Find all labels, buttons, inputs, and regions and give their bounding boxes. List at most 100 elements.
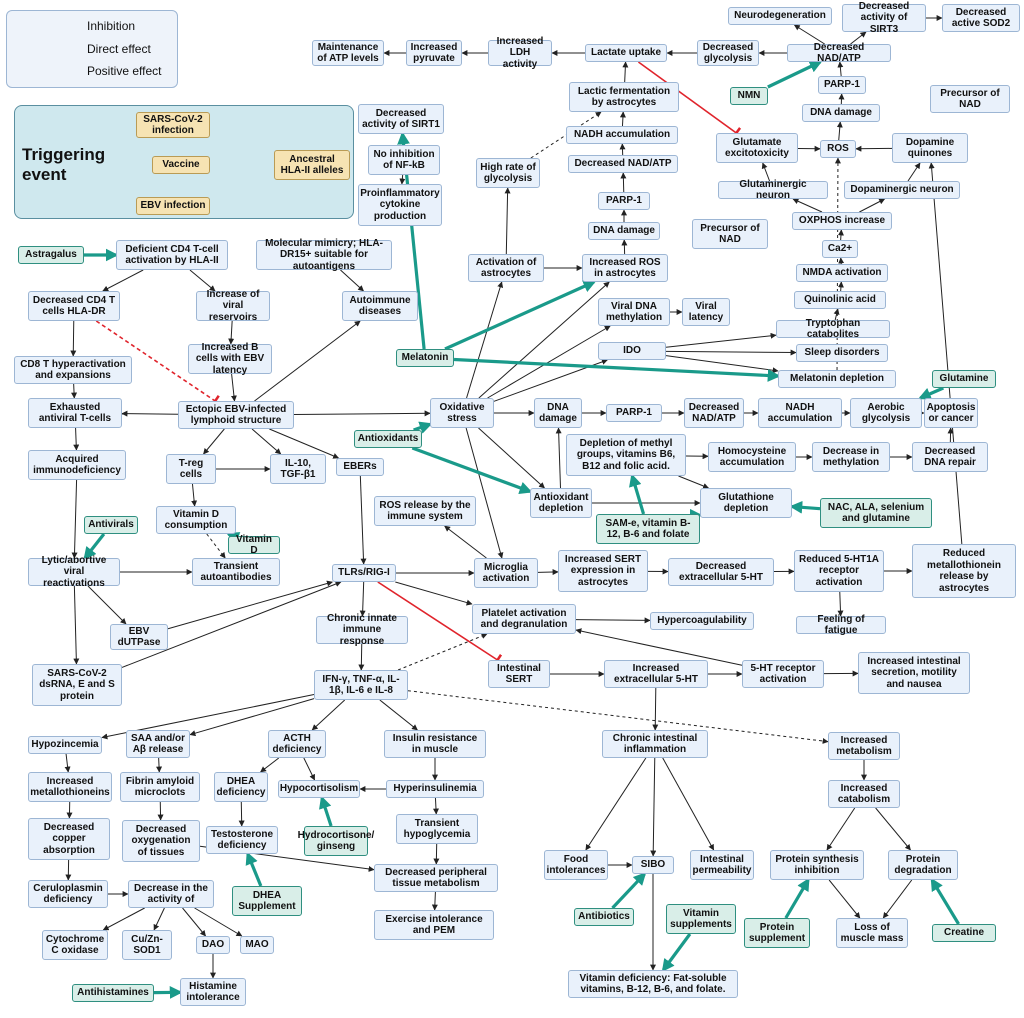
triggering-event-title: Triggering event [22,145,106,185]
edge-dopa-neuron-to-dopamine-quin [907,162,921,182]
edge-act-astro-to-high-glycolysis [504,187,511,255]
edge-antioxidants-to-ox-stress [413,421,433,434]
edge-high-glycolysis-to-lactic-ferm [530,111,602,159]
node-sleep-dis: Sleep disorders [796,344,888,362]
node-astragalus: Astragalus [18,246,84,264]
edge-acth-def-to-hypocortisolism [303,757,316,781]
edge-ectopic-ebv-to-il10 [251,428,282,455]
node-nac: NAC, ALA, selenium and glutamine [820,498,932,528]
node-sibo: SIBO [632,856,674,874]
edge-dec-cd4-to-ectopic-ebv [95,320,220,408]
node-insulin-res: Insulin resistance in muscle [384,730,486,758]
node-protein-synth: Protein synthesis inhibition [770,850,864,880]
edge-platelet-to-hypercoag [575,617,651,624]
edge-ectopic-ebv-to-ox-stress [293,410,431,417]
node-oxphos: OXPHOS increase [792,212,892,230]
edge-def-cd4-to-inc-viral-res [189,269,216,292]
node-ido: IDO [598,342,666,360]
edge-antiox-dep-to-dna-damage-low [555,427,562,489]
node-reduced-5ht1a: Reduced 5-HT1A receptor activation [794,550,884,592]
node-dopamine-quin: Dopamine quinones [892,133,968,163]
node-ox-stress: Oxidative stress [430,398,494,428]
edge-tlrs-to-platelet [395,581,473,606]
edge-treg-to-vitd-cons [191,483,198,507]
edge-lactic-ferm-to-lactate-uptake [622,61,629,83]
node-glut-dep: Glutathione depletion [700,488,792,518]
edge-lactate-uptake-to-glut-excit [637,61,742,139]
node-dec-glycolysis: Decreased glycolysis [697,40,759,66]
node-antihistamines: Antihistamines [72,984,154,1002]
edge-nac-to-glut-dep [789,500,821,514]
edge-ifn-to-platelet [397,633,488,671]
edge-dec-activity-of-to-mao [194,907,243,937]
node-dec-dna-repair: Decreased DNA repair [912,442,988,472]
node-lactic-ferm: Lactic fermentation by astrocytes [569,82,679,112]
node-intestinal-perm: Intestinal permeability [690,850,754,880]
node-antibiotics: Antibiotics [574,908,634,926]
node-trp-catab: Tryptophan catabolites [776,318,890,340]
edge-inc-extra-5ht-to-chronic-int-inflam [652,687,659,731]
edge-vitd-cons-to-transient-auto [206,533,226,559]
node-dec-activity-of: Decrease in the activity of [128,880,214,908]
edge-protein-deg-to-loss-muscle [882,879,913,919]
edge-cd8-hyper-to-exhausted-t [71,383,78,399]
node-acq-immuno: Acquired immunodeficiency [28,450,126,480]
node-mol-mimicry: Molecular mimicry; HLA-DR15+ suitable fo… [256,238,392,272]
node-inc-bcells: Increased B cells with EBV latency [188,342,272,376]
node-precursor-nad-l: Precursor of NAD [692,219,768,249]
node-dhea-def: DHEA deficiency [214,772,268,802]
edge-ca2-to-oxphos [837,229,844,241]
node-inc-ldh: Increased LDH activity [488,36,552,70]
node-lactate-uptake: Lactate uptake [585,44,667,62]
node-glut-neuron: Glutaminergic neuron [718,179,828,201]
edge-quinolinic-to-nmda [837,281,844,292]
node-testosterone-def: Testosterone deficiency [206,826,278,854]
edge-oxphos-to-dopa-neuron [859,198,886,213]
edge-def-cd4-to-dec-cd4 [102,269,144,292]
node-parp1-mid: PARP-1 [598,192,650,210]
node-loss-muscle: Loss of muscle mass [836,918,908,948]
node-histamine-intol: Histamine intolerance [180,978,246,1006]
node-dec-sirt3: Decreased activity of SIRT3 [842,1,926,35]
node-fatigue: Feeling of fatigue [796,614,886,636]
node-inc-pyruvate: Increased pyruvate [406,40,462,66]
node-inc-sert-astro: Increased SERT expression in astrocytes [558,550,648,592]
node-antivirals: Antivirals [84,516,138,534]
edge-microglia-to-ros-release [444,525,487,559]
edge-oxphos-to-glut-neuron [792,198,823,213]
edge-lytic-to-ebv-dutpase [87,585,127,625]
node-parp1-top: PARP-1 [818,76,866,94]
edge-ifn-to-acth-def [311,699,346,731]
edge-protein-supp-to-protein-synth [784,877,810,919]
node-cytochrome: Cytochrome C oxidase [42,930,108,960]
edge-mol-mimicry-to-autoimmune [340,269,364,292]
node-fibrin: Fibrin amyloid microclots [120,772,200,802]
legend-direct-effect-label: Direct effect [87,42,151,56]
edge-ifn-to-inc-metabolism [407,690,829,744]
node-dec-oxygenation: Decreased oxygenation of tissues [122,820,200,862]
edge-ido-to-melatonin-dep [665,355,779,374]
edge-glut-neuron-to-glut-excit [761,162,771,182]
node-inc-extra-5ht: Increased extracellular 5-HT [604,660,708,688]
edge-ectopic-ebv-to-exhausted-t [121,410,179,417]
node-reduced-metallo: Reduced metallothionein release by astro… [912,544,1016,598]
node-ceruloplasmin: Ceruloplasmin deficiency [28,880,108,908]
legend: Inhibition Direct effect Positive effect [6,10,178,88]
edge-lytic-to-sars-dsrna [73,585,80,665]
node-melatonin-dep: Melatonin depletion [778,370,896,388]
edge-dec-activity-of-to-dao [182,907,206,937]
edge-tlrs-to-chronic-innate [359,581,366,617]
edge-ox-stress-to-act-astro [466,281,504,399]
node-inc-catabolism: Increased catabolism [828,780,900,808]
node-tlrs: TLRs/RIG-I [332,564,396,582]
node-viral-dna-meth: Viral DNA methylation [598,298,670,326]
edge-nmn-to-dec-nad-top [767,60,823,89]
edge-inc-bcells-to-ectopic-ebv [230,373,237,402]
node-dec-nad-top: Decreased NAD/ATP [787,42,891,64]
edge-parp1-mid-to-dec-nad-mid [620,172,627,193]
node-vit-supps: Vitamin supplements [666,904,736,934]
node-ectopic-ebv: Ectopic EBV-infected lymphoid structure [178,401,294,429]
edge-trp-catab-to-quinolinic [833,308,840,321]
node-hypercoag: Hypercoagulability [650,612,754,630]
